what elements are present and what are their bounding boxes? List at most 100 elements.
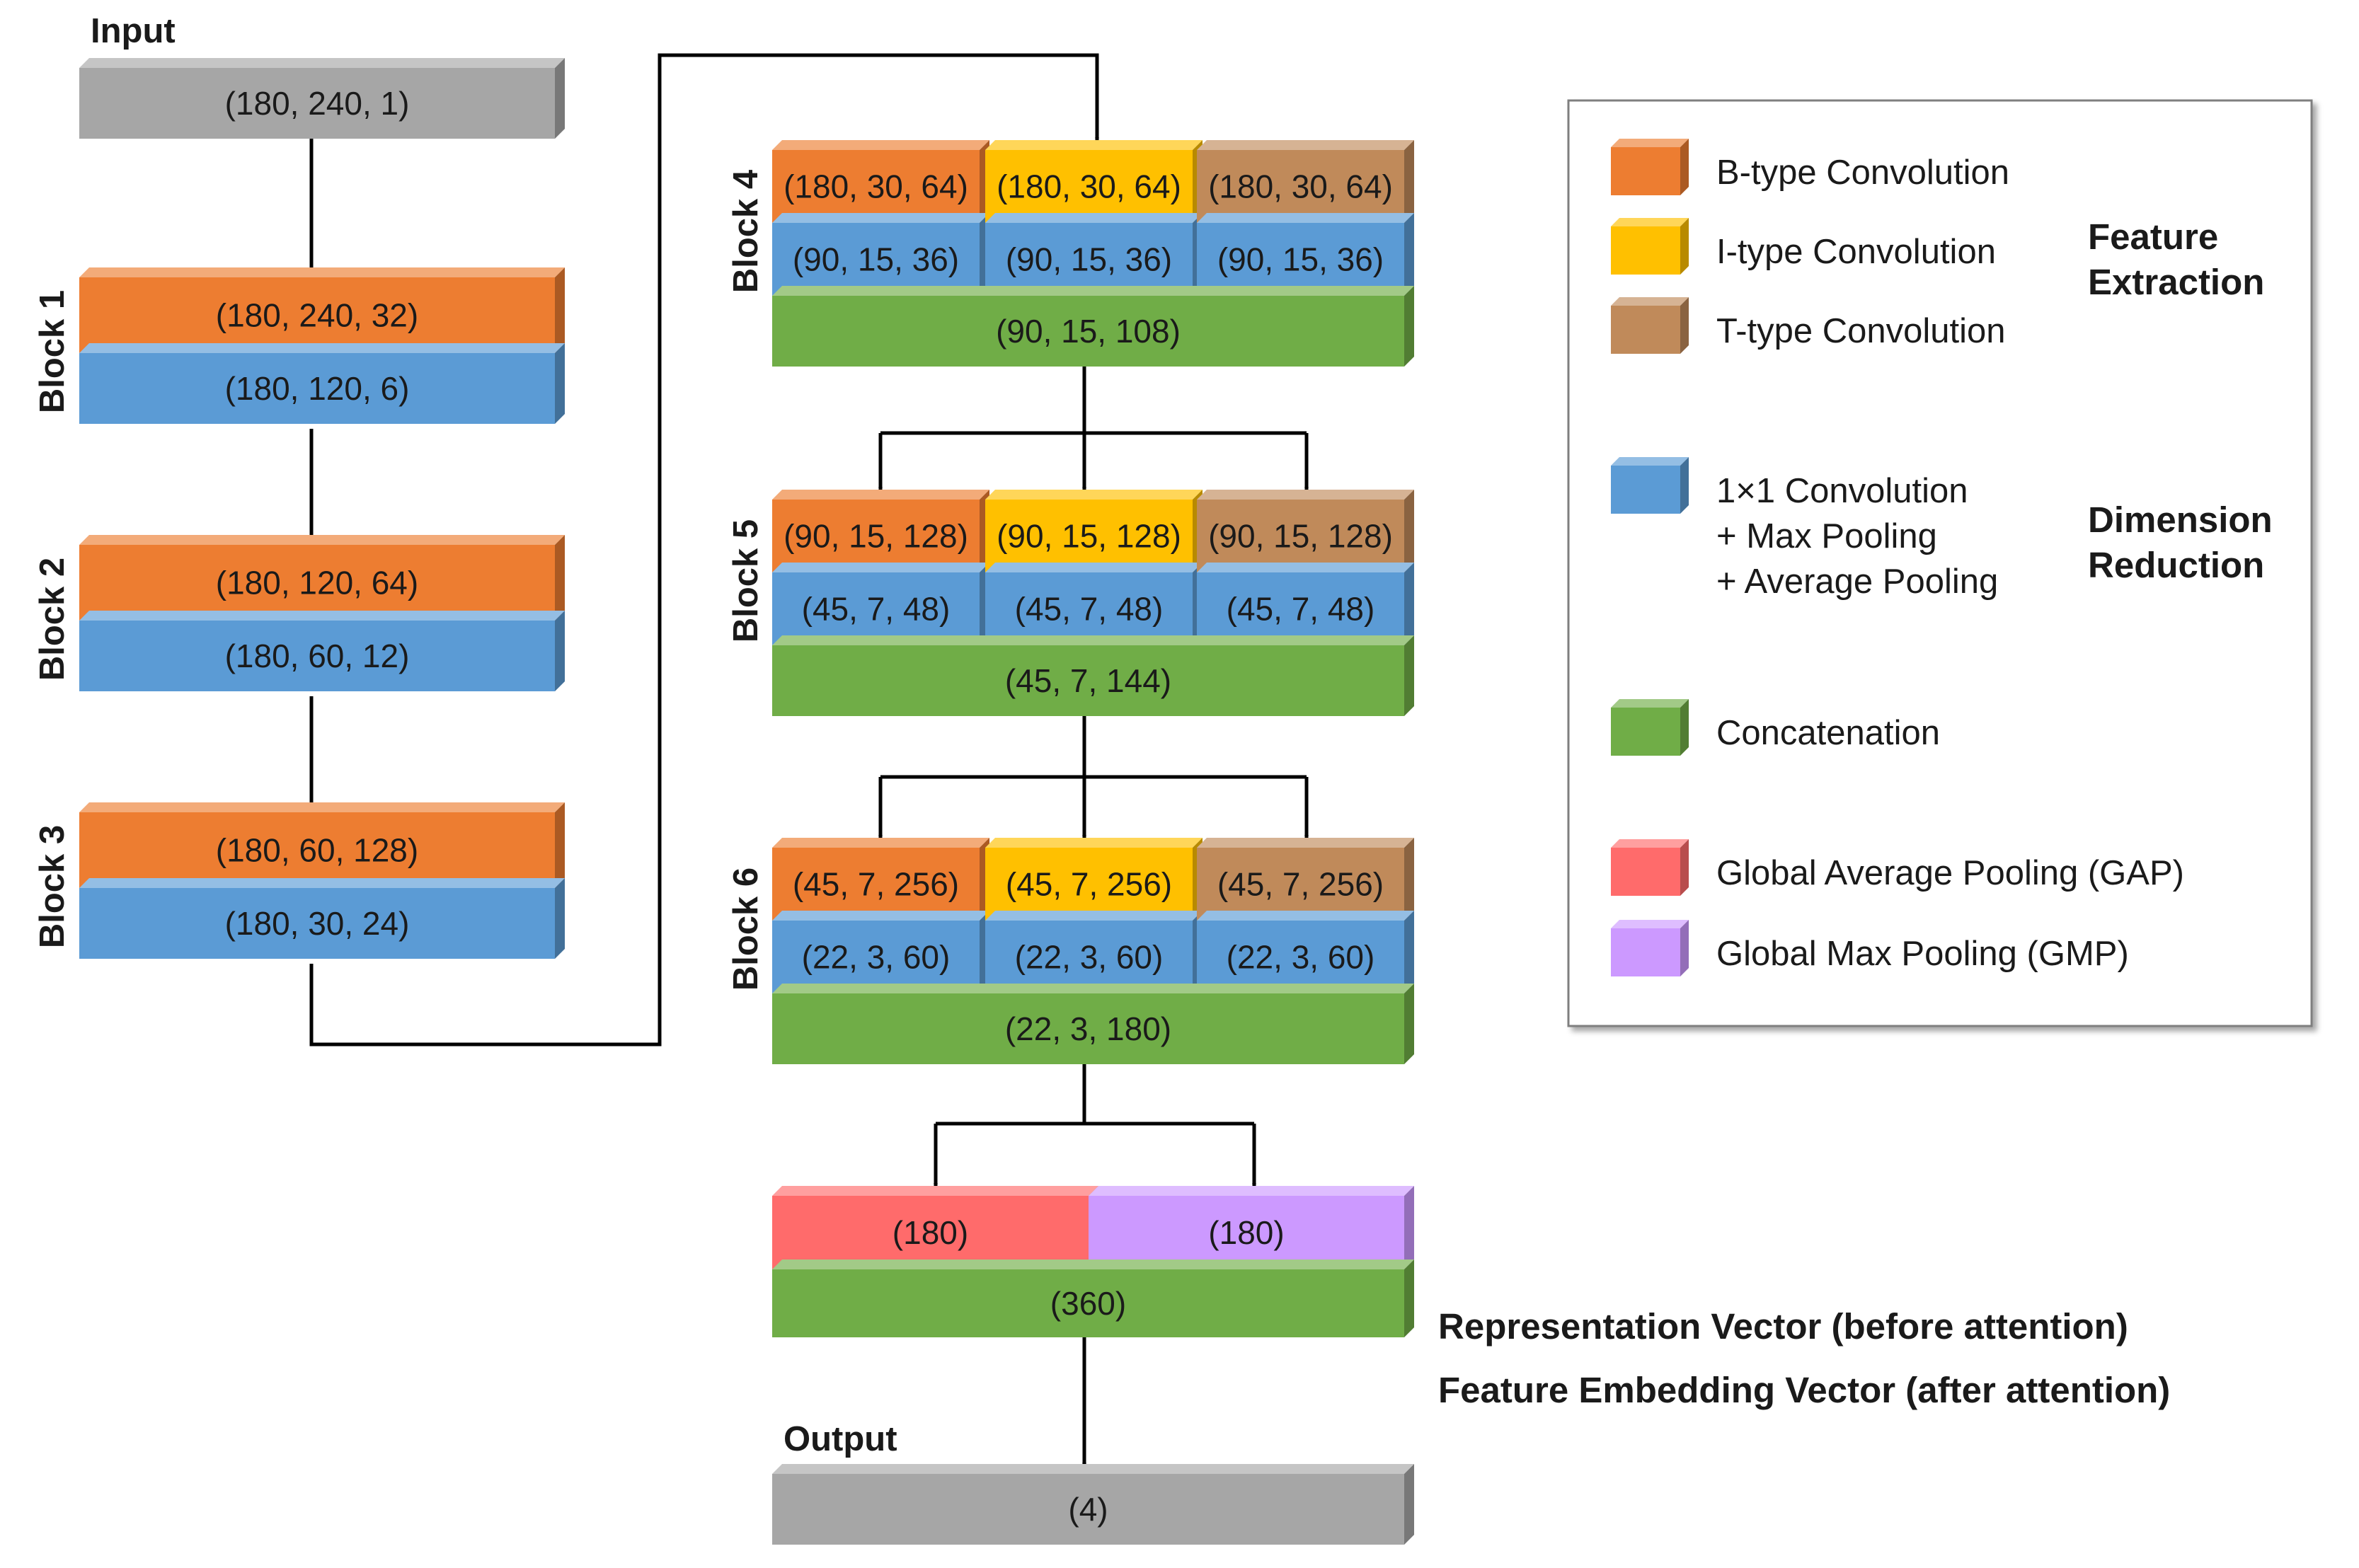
input-block-shape-text: (180, 240, 1) (225, 85, 410, 122)
block-4-concat-side-face (1404, 286, 1414, 367)
representation-vector-note: Representation Vector (before attention) (1438, 1306, 2128, 1347)
block-5-reduction-3-front-face (1197, 572, 1404, 645)
block-2-reduction-shape-text: (180, 60, 12) (225, 638, 410, 674)
block-4-t-conv: (180, 30, 64) (1197, 140, 1414, 223)
block-2-b-conv-shape-text: (180, 120, 64) (216, 565, 418, 601)
legend-label-t_type-1: T-type Convolution (1716, 312, 2006, 350)
block-4-concat-front-face (772, 296, 1404, 367)
output-block-front-face (772, 1474, 1404, 1545)
legend-swatch-t_type-side (1680, 297, 1689, 354)
block-4-b-conv-front-face (772, 150, 980, 223)
block-5-reduction-1: (45, 7, 48) (772, 563, 989, 645)
block-5-reduction-3-side-face (1404, 563, 1414, 645)
block-4-reduction-3-shape-text: (90, 15, 36) (1217, 241, 1384, 278)
legend-swatch-concat (1611, 699, 1689, 756)
block-3-reduction-shape-text: (180, 30, 24) (225, 905, 410, 942)
block-3-b-conv-shape-text: (180, 60, 128) (216, 832, 418, 869)
block-4-reduction-1-shape-text: (90, 15, 36) (793, 241, 959, 278)
block-6-concat: (22, 3, 180) (772, 984, 1414, 1064)
block-6-reduction-1-front-face (772, 921, 980, 993)
block-5-b-conv: (90, 15, 128) (772, 490, 989, 572)
block-6-reduction-2-shape-text: (22, 3, 60) (1015, 939, 1164, 976)
input-block-side-face (555, 58, 565, 139)
block-6-i-conv-top-face (985, 838, 1203, 848)
block-3-reduction: (180, 30, 24) (79, 878, 565, 959)
block-5-reduction-3-shape-text: (45, 7, 48) (1227, 591, 1375, 628)
legend-swatch-gap-front (1611, 848, 1680, 896)
block-6-reduction-3: (22, 3, 60) (1197, 911, 1414, 993)
connectors (309, 53, 1309, 1468)
legend-swatch-b_type-side (1680, 139, 1689, 195)
block-6-i-conv-front-face (985, 848, 1193, 921)
block-6-label: Block 6 (727, 867, 765, 991)
output-block-top-face (772, 1464, 1414, 1474)
legend-swatch-t_type-top (1611, 297, 1689, 306)
legend-swatch-gmp-front (1611, 928, 1680, 976)
legend-group-2-line-2: Reduction (2088, 545, 2264, 585)
block-6-i-conv: (45, 7, 256) (985, 838, 1203, 921)
block-3-b-conv-top-face (79, 802, 565, 812)
block-5-t-conv-front-face (1197, 500, 1404, 572)
block-1-b-conv-top-face (79, 267, 565, 277)
block-1-reduction-front-face (79, 353, 555, 424)
representation-concat-block-shape-text: (360) (1050, 1285, 1126, 1322)
block-5-reduction-2-top-face (985, 563, 1203, 572)
block-6-t-conv-shape-text: (45, 7, 256) (1217, 866, 1384, 903)
block-6-reduction-2-top-face (985, 911, 1203, 921)
block-6-b-conv-shape-text: (45, 7, 256) (793, 866, 959, 903)
legend-swatch-b_type-top (1611, 139, 1689, 147)
output-label: Output (784, 1420, 897, 1458)
block-5-reduction-2-shape-text: (45, 7, 48) (1015, 591, 1164, 628)
legend-swatch-gap-top (1611, 839, 1689, 848)
block-1-b-conv-front-face (79, 277, 555, 353)
legend-swatch-gmp-side (1680, 920, 1689, 976)
block-4-reduction-1-top-face (772, 213, 989, 223)
block-6-t-conv: (45, 7, 256) (1197, 838, 1414, 921)
block-3-b-conv: (180, 60, 128) (79, 802, 565, 888)
block-2-label: Block 2 (33, 558, 71, 681)
block-6-reduction-1-top-face (772, 911, 989, 921)
output-block-shape-text: (4) (1068, 1491, 1108, 1528)
legend-group-1-line-1: Feature (2088, 217, 2218, 257)
block-5-t-conv-top-face (1197, 490, 1414, 500)
legend-swatch-reduction-front (1611, 466, 1680, 514)
block-6-concat-side-face (1404, 984, 1414, 1064)
block-6-reduction-3-shape-text: (22, 3, 60) (1227, 939, 1375, 976)
legend-swatch-t_type-front (1611, 306, 1680, 354)
block-4-b-conv: (180, 30, 64) (772, 140, 989, 223)
block-1-b-conv-side-face (555, 267, 565, 353)
legend-swatch-i_type (1611, 218, 1689, 275)
gap-block: (180) (772, 1186, 1098, 1269)
block-4-reduction-2-front-face (985, 223, 1193, 296)
legend-swatch-i_type-side (1680, 218, 1689, 275)
representation-concat-block-top-face (772, 1259, 1414, 1269)
block-4-reduction-3-top-face (1197, 213, 1414, 223)
gmp-block-side-face (1404, 1186, 1414, 1269)
block-3-reduction-side-face (555, 878, 565, 959)
block-4-reduction-2-shape-text: (90, 15, 36) (1006, 241, 1172, 278)
block-5-i-conv-front-face (985, 500, 1193, 572)
block-6-t-conv-front-face (1197, 848, 1404, 921)
block-5-label: Block 5 (727, 519, 765, 642)
block-4-reduction-3: (90, 15, 36) (1197, 213, 1414, 296)
block-5-reduction-3-top-face (1197, 563, 1414, 572)
block-3-b-conv-front-face (79, 812, 555, 888)
gap-block-top-face (772, 1186, 1098, 1196)
legend-swatch-concat-front (1611, 708, 1680, 756)
block-4-b-conv-shape-text: (180, 30, 64) (784, 168, 968, 205)
output-block: (4) (772, 1464, 1414, 1545)
block-6-reduction-3-side-face (1404, 911, 1414, 993)
block-5-concat-top-face (772, 635, 1414, 645)
block-6-b-conv-top-face (772, 838, 989, 848)
legend-swatch-gap-side (1680, 839, 1689, 896)
block-5-b-conv-top-face (772, 490, 989, 500)
block-4-concat-top-face (772, 286, 1414, 296)
block-1-label: Block 1 (33, 290, 71, 413)
block-1-reduction-shape-text: (180, 120, 6) (225, 370, 410, 407)
block-6-t-conv-side-face (1404, 838, 1414, 921)
block-1-reduction-side-face (555, 343, 565, 424)
representation-concat-block-front-face (772, 1269, 1404, 1337)
block-4-i-conv-front-face (985, 150, 1193, 223)
block-5-t-conv-shape-text: (90, 15, 128) (1208, 518, 1393, 555)
